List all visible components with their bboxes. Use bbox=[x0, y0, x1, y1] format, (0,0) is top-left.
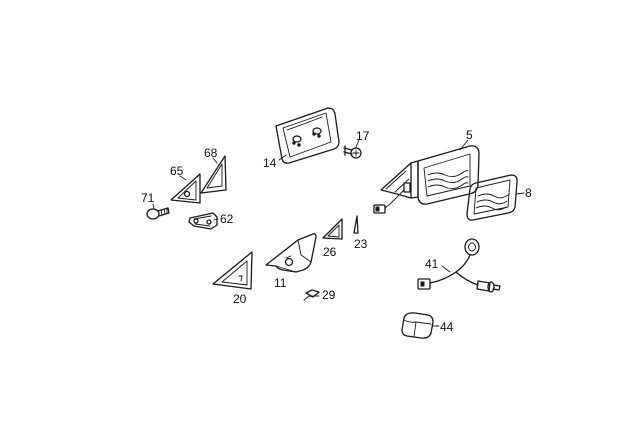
part-14-mirror-glass bbox=[275, 107, 340, 164]
label-part-41: 41 bbox=[425, 257, 439, 271]
label-part-65: 65 bbox=[170, 164, 184, 178]
part-26-triangle-seal bbox=[322, 218, 343, 240]
part-29-small-clip bbox=[303, 289, 320, 301]
label-part-20: 20 bbox=[233, 292, 247, 306]
part-71-bolt bbox=[146, 207, 170, 220]
label-part-68: 68 bbox=[204, 146, 218, 160]
part-11-mounting-base bbox=[265, 233, 317, 273]
leader-62 bbox=[213, 218, 219, 221]
label-part-11: 11 bbox=[274, 276, 287, 290]
label-part-23: 23 bbox=[354, 237, 368, 251]
part-44-cover-cap bbox=[401, 312, 434, 339]
label-part-14: 14 bbox=[263, 156, 277, 170]
leader-14 bbox=[278, 154, 287, 161]
leader-8 bbox=[515, 192, 525, 195]
label-part-5: 5 bbox=[466, 128, 473, 142]
leader-5 bbox=[459, 139, 469, 151]
leader-71 bbox=[152, 203, 155, 210]
label-part-44: 44 bbox=[440, 320, 454, 334]
label-part-17: 17 bbox=[356, 129, 370, 143]
part-8-mirror-glass bbox=[466, 174, 518, 221]
leader-17 bbox=[355, 139, 360, 148]
part-20-triangle-cover bbox=[212, 251, 253, 290]
part-62-clip bbox=[188, 212, 218, 230]
part-23-wedge bbox=[353, 215, 359, 234]
part-17-screw bbox=[343, 145, 362, 159]
part-41-cable-harness bbox=[417, 238, 501, 293]
part-68-triangle-cover bbox=[200, 155, 227, 194]
leader-lines bbox=[152, 139, 525, 327]
label-part-71: 71 bbox=[141, 191, 155, 205]
label-part-29: 29 bbox=[322, 288, 336, 302]
leader-68 bbox=[212, 157, 218, 164]
label-part-8: 8 bbox=[525, 186, 532, 200]
leader-65 bbox=[179, 175, 187, 181]
part-65-triangle-cover bbox=[170, 173, 201, 204]
part-number-labels: 5 8 11 14 17 20 23 26 29 41 44 62 65 68 … bbox=[141, 128, 532, 334]
label-part-62: 62 bbox=[220, 212, 234, 226]
part-5-mirror-assembly bbox=[373, 145, 480, 214]
leader-41 bbox=[441, 265, 451, 273]
label-part-26: 26 bbox=[323, 245, 337, 259]
